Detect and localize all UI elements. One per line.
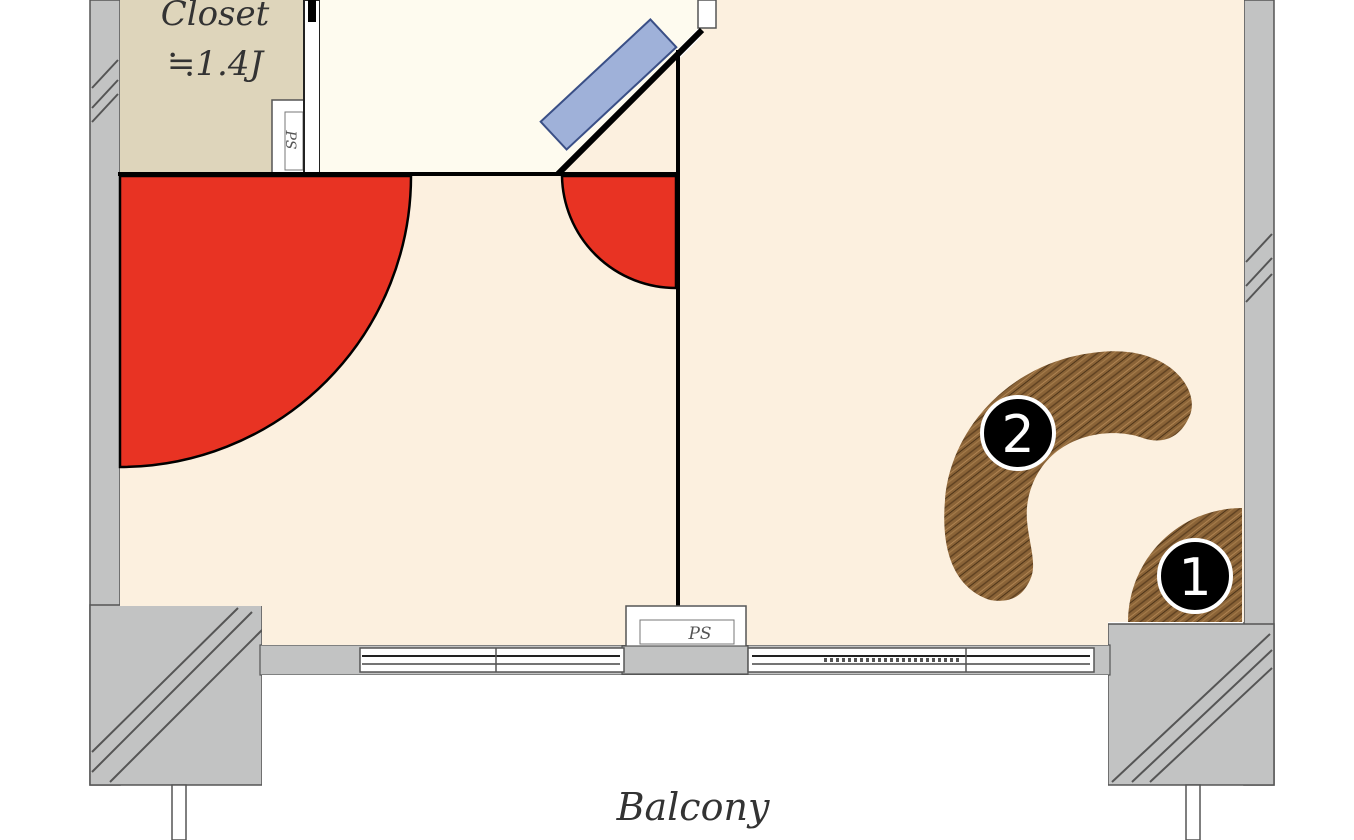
door-swing-large	[118, 174, 413, 469]
balcony-label: Balcony	[616, 785, 770, 829]
marker-1: 1	[1157, 538, 1233, 614]
marker-2: 2	[980, 395, 1056, 471]
closet-label: Closet	[161, 0, 270, 34]
closet-area: ≒1.4J	[167, 44, 266, 84]
pipe-space-left-label: PS	[282, 129, 298, 149]
left-bottom-pillar	[89, 604, 263, 786]
entry-floor	[678, 0, 1244, 645]
pipe-space-bottom-label: PS	[687, 624, 711, 644]
balcony-area	[262, 675, 1108, 840]
right-bottom-pillar	[1107, 623, 1275, 786]
upper-room	[320, 0, 700, 174]
marker-1-label: 1	[1178, 548, 1211, 608]
door-swing-small	[560, 174, 678, 290]
sliding-windows	[359, 647, 1095, 673]
marker-2-label: 2	[1001, 405, 1034, 465]
mirror-panel	[539, 18, 678, 151]
